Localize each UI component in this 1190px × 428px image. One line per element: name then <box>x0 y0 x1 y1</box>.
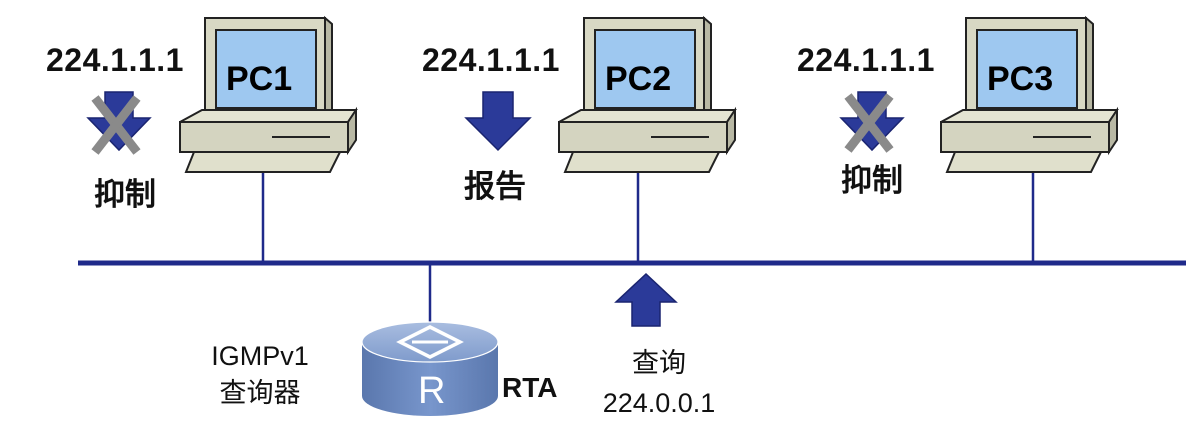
pc2-action-label: 报告 <box>464 169 526 205</box>
pc2-report-arrow-icon <box>464 91 532 152</box>
pc1-suppress-cross-icon <box>91 95 141 155</box>
pc3-suppress-cross-icon <box>844 93 894 153</box>
router-letter: R <box>418 370 446 412</box>
query-label: 查询 <box>632 348 686 379</box>
pc3-group-address: 224.1.1.1 <box>797 42 935 78</box>
query-up-arrow-icon <box>614 272 678 327</box>
pc1-action-label: 抑制 <box>94 177 156 213</box>
router-role-protocol: IGMPv1 <box>211 341 309 371</box>
pc2-name-label: PC2 <box>605 60 672 98</box>
query-address: 224.0.0.1 <box>602 388 716 418</box>
pc2-computer-icon <box>558 15 737 173</box>
pc3-computer-icon <box>940 15 1119 173</box>
pc2-group-address: 224.1.1.1 <box>422 42 560 78</box>
router-name-label: RTA <box>502 372 558 403</box>
router-icon <box>361 321 499 416</box>
pc1-group-address: 224.1.1.1 <box>46 42 184 78</box>
pc1-computer-icon <box>179 15 358 173</box>
pc3-name-label: PC3 <box>987 60 1054 98</box>
router-role-name: 查询器 <box>219 378 301 409</box>
pc3-action-label: 抑制 <box>841 163 903 199</box>
pc1-name-label: PC1 <box>226 60 293 98</box>
